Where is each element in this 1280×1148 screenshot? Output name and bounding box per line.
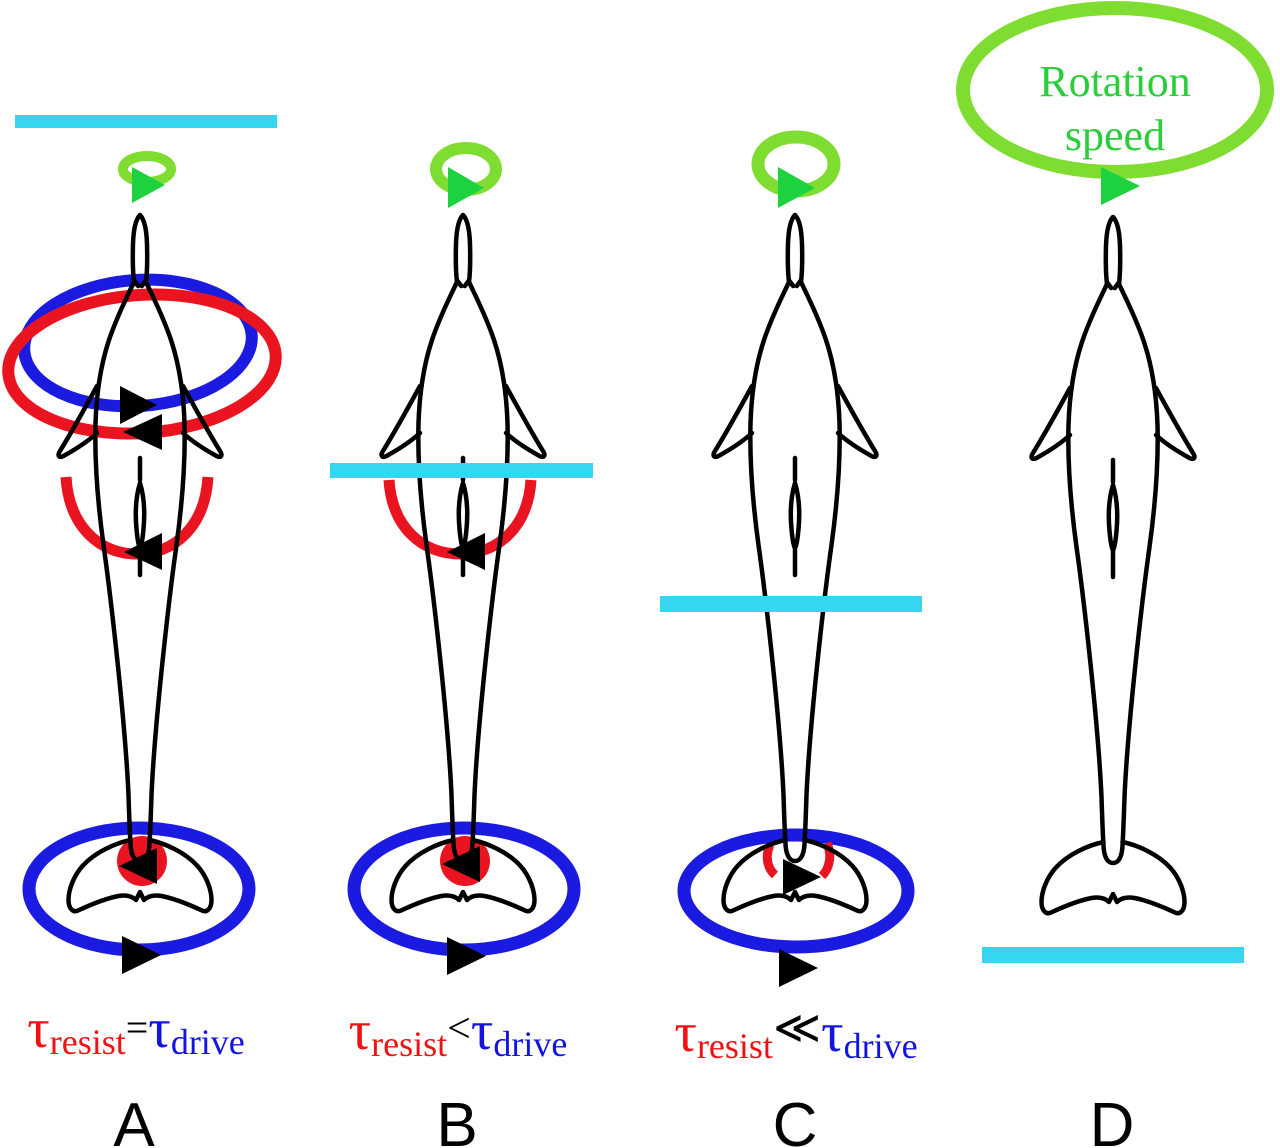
panel-c: τresist≪τdrive C xyxy=(660,130,922,1148)
torque-equation: τresist=τdrive xyxy=(27,998,245,1062)
torque-equation: τresist≪τdrive xyxy=(674,1002,917,1066)
rotation-direction-arrow xyxy=(132,167,165,203)
drive-direction-arrow-tail-upper xyxy=(783,859,821,895)
rotation-speed-ring xyxy=(956,1,1274,179)
water-surface-bar xyxy=(660,596,922,612)
panel-letter: B xyxy=(436,1091,477,1148)
resist-direction-arrow-dorsal xyxy=(447,533,485,570)
resist-direction-arrow-pectoral xyxy=(123,414,162,450)
panel-letter: D xyxy=(1090,1091,1135,1148)
panel-d: Rotation speed D xyxy=(956,1,1274,1148)
drive-direction-arrow-tail xyxy=(779,949,818,987)
resist-direction-arrow-dorsal xyxy=(124,533,162,570)
rotation-speed-label-line2: speed xyxy=(1065,111,1165,160)
drive-torque-loop-tail xyxy=(677,828,915,954)
torque-equation: τresist<τdrive xyxy=(349,1000,568,1064)
panel-a: τresist=τdrive A xyxy=(2,115,282,1148)
panel-letter: C xyxy=(773,1091,818,1148)
rotation-speed-label-line1: Rotation xyxy=(1039,57,1191,106)
rotation-direction-arrow xyxy=(778,167,815,208)
rotation-direction-arrow xyxy=(1101,167,1140,205)
water-surface-bar xyxy=(982,947,1244,963)
water-surface-bar xyxy=(15,115,277,128)
resist-direction-arrow-tail xyxy=(119,848,157,884)
resist-direction-arrow-tail xyxy=(442,846,480,882)
drive-direction-arrow-tail xyxy=(447,937,486,975)
drive-direction-arrow-pectoral xyxy=(120,386,157,424)
panel-b: τresist<τdrive B xyxy=(330,142,593,1148)
panel-letter: A xyxy=(113,1091,155,1148)
drive-direction-arrow-tail xyxy=(122,936,161,974)
rotation-direction-arrow xyxy=(448,167,484,208)
water-surface-bar xyxy=(330,463,593,478)
